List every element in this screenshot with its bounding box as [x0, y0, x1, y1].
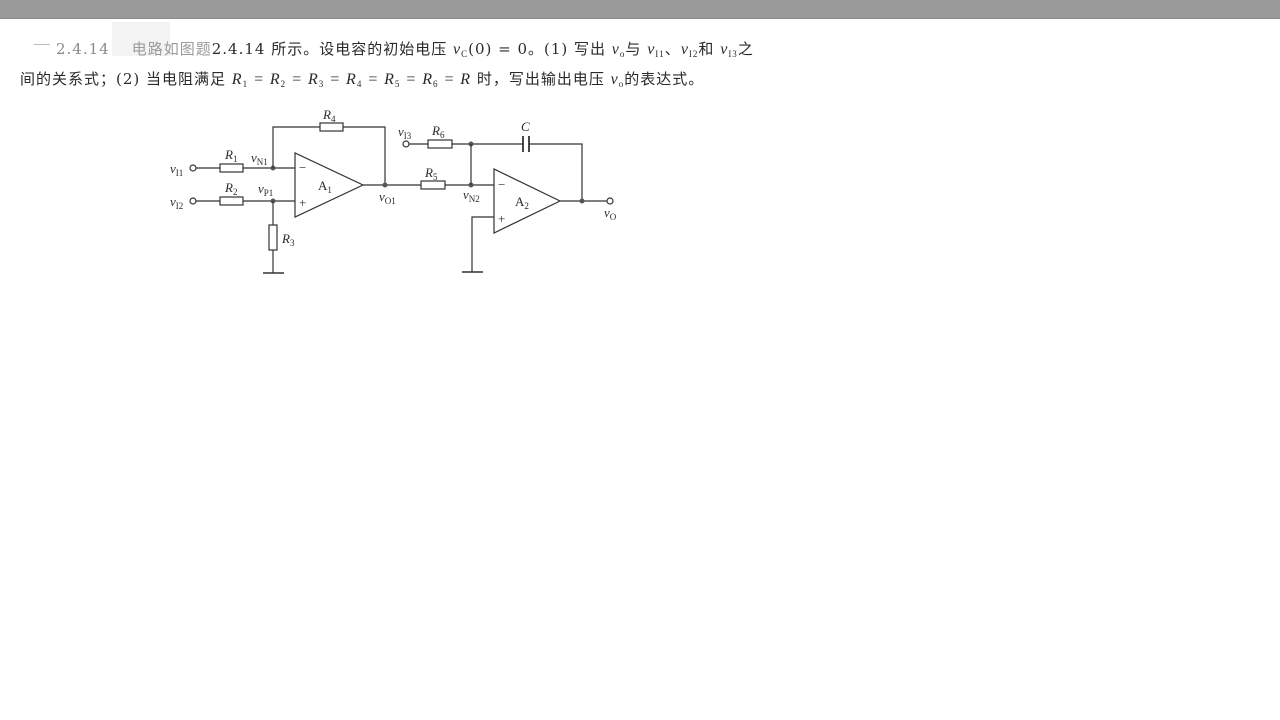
math-vo: vo — [611, 41, 626, 59]
label-vi3: vI3 — [398, 124, 412, 141]
label-vo1: vO1 — [379, 189, 396, 206]
node-output — [579, 198, 585, 204]
math-vi2: vI2 — [680, 41, 699, 59]
resistor-r1 — [219, 163, 244, 173]
a2-noninverting-sign: + — [498, 211, 505, 226]
problem-number: 2.4.14 — [56, 40, 110, 58]
resistor-r6 — [427, 139, 453, 149]
a2-inverting-sign: − — [498, 177, 505, 192]
label-vn1: vN1 — [251, 150, 268, 167]
label-r2: R2 — [224, 180, 237, 197]
input-terminal-vi1 — [189, 164, 197, 172]
a1-inverting-sign: − — [299, 160, 306, 175]
math-vc: vC — [452, 41, 469, 59]
label-vi2: vI2 — [170, 194, 183, 211]
a1-noninverting-sign: + — [299, 195, 306, 210]
label-r5: R5 — [424, 165, 438, 182]
label-c: C — [521, 119, 530, 134]
node-vo1 — [382, 182, 388, 188]
viewer-top-bar — [0, 0, 1280, 19]
label-vp1: vP1 — [258, 181, 273, 198]
resistor-r3 — [268, 224, 278, 251]
output-terminal-vo — [606, 197, 614, 205]
capacitor-c — [522, 136, 530, 152]
resistor-r2 — [219, 196, 244, 206]
math-vi3: vI3 — [720, 41, 738, 59]
opamp-a2 — [493, 168, 562, 234]
input-terminal-vi3 — [402, 140, 410, 148]
margin-mark — [34, 44, 50, 45]
label-r1: R1 — [224, 147, 237, 164]
math-vo: vo — [610, 71, 625, 89]
label-r4: R4 — [322, 107, 336, 124]
math-vi1: vI1 — [647, 41, 665, 59]
label-r3: R3 — [281, 231, 295, 248]
opamp-a1 — [294, 152, 365, 218]
input-terminal-vi2 — [189, 197, 197, 205]
label-a1: A1 — [318, 178, 332, 195]
problem-line-2: 间的关系式；(2) 当电阻满足 R1 = R2 = R3 = R4 = R5 =… — [20, 70, 705, 89]
label-vn2: vN2 — [463, 187, 480, 204]
label-a2: A2 — [515, 194, 529, 211]
label-vi1: vI1 — [170, 161, 183, 178]
math-resistor-equation: R1 = R2 = R3 = R4 = R5 = R6 = R — [231, 71, 472, 89]
resistor-r5 — [420, 180, 446, 190]
resistor-r4 — [319, 122, 344, 132]
watermark — [112, 22, 170, 56]
label-r6: R6 — [431, 123, 445, 140]
label-vo: vO — [604, 205, 617, 222]
